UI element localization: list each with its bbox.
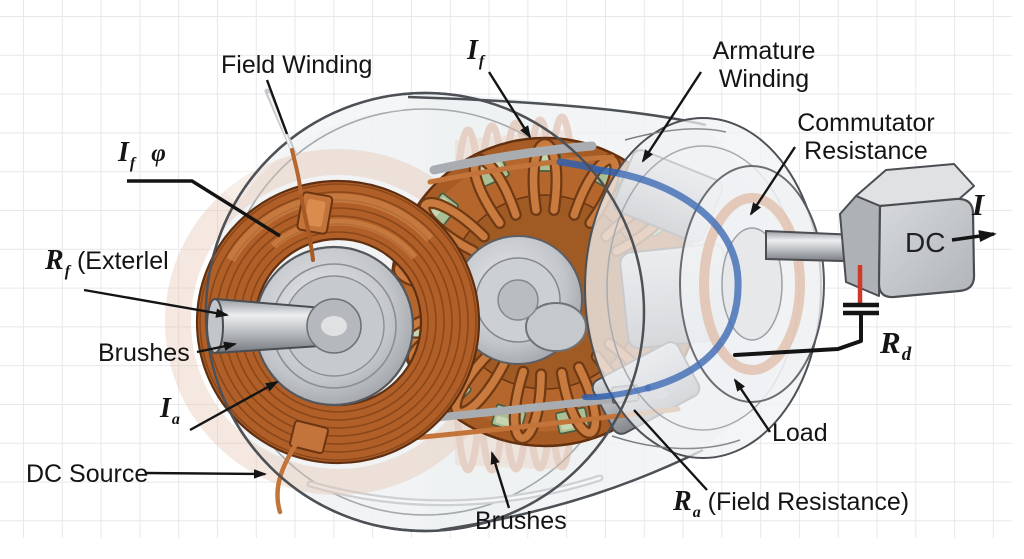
field-winding-leader bbox=[265, 79, 289, 135]
armature-winding-leader bbox=[641, 71, 703, 163]
commutator-resistance-leader bbox=[749, 146, 797, 216]
field-winding-coil bbox=[195, 179, 481, 515]
ia-leader bbox=[189, 380, 279, 432]
brushes-left-leader bbox=[196, 341, 237, 354]
circuit-wires bbox=[733, 265, 879, 357]
right-end-bell bbox=[584, 117, 825, 459]
leader-lines bbox=[83, 71, 997, 509]
brushes-bottom-leader bbox=[490, 451, 511, 509]
rf-leader bbox=[83, 288, 229, 318]
if-top-leader bbox=[487, 71, 532, 139]
dc-source-leader bbox=[145, 469, 267, 479]
front-bearing-plate bbox=[206, 245, 415, 407]
load-leader bbox=[733, 378, 771, 433]
armature-hub bbox=[453, 235, 587, 365]
current-out-arrow bbox=[951, 230, 997, 243]
end-bell-glass-sheen bbox=[587, 120, 819, 456]
load-wire bbox=[733, 313, 863, 357]
capacitor-symbol bbox=[843, 302, 879, 316]
field-winding-pointer-needle bbox=[264, 88, 315, 262]
dc-box bbox=[839, 163, 976, 299]
blue-wire bbox=[556, 158, 742, 401]
ra-leader bbox=[633, 409, 708, 491]
if-phi-leader bbox=[127, 179, 281, 238]
